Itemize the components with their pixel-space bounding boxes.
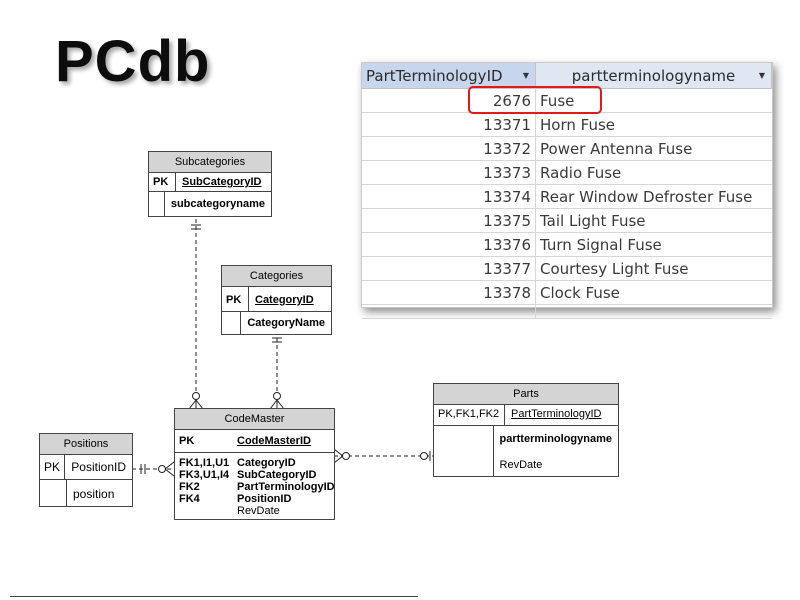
- entity-categories[interactable]: Categories PK CategoryID CategoryName: [221, 265, 332, 335]
- entity-title: Categories: [222, 266, 331, 287]
- cell-id[interactable]: 13373: [362, 160, 536, 185]
- cell-id[interactable]: 13377: [362, 256, 536, 281]
- cell-name[interactable]: Clock Fuse: [535, 280, 772, 305]
- cell-id[interactable]: 2676: [362, 88, 536, 113]
- field: PositionID: [237, 493, 292, 505]
- pk-field: PartTerminologyID: [511, 408, 602, 420]
- key-label: FK1,I1,U1: [179, 457, 230, 469]
- page-title: PCdb: [55, 29, 211, 94]
- key-label: FK4: [179, 493, 200, 505]
- dropdown-arrow-icon[interactable]: ▼: [758, 71, 765, 80]
- cell-id[interactable]: 13374: [362, 184, 536, 209]
- column-header-label: partterminologyname: [571, 66, 736, 85]
- field: RevDate: [237, 505, 280, 517]
- cell-name[interactable]: Courtesy Light Fuse: [535, 256, 772, 281]
- key-label: PK: [149, 173, 176, 191]
- entity-positions[interactable]: Positions PK PositionID position: [39, 433, 133, 507]
- pk-field: CodeMasterID: [237, 435, 311, 447]
- dropdown-arrow-icon[interactable]: ▼: [522, 71, 529, 80]
- cell-name[interactable]: Rear Window Defroster Fuse: [535, 184, 772, 209]
- field: RevDate: [499, 459, 543, 471]
- entity-subcategories[interactable]: Subcategories PK SubCategoryID subcategor…: [148, 151, 272, 217]
- entity-title: CodeMaster: [175, 409, 334, 430]
- entity-title: Parts: [434, 384, 618, 405]
- key-label: PK: [179, 435, 195, 447]
- cell-id[interactable]: 13376: [362, 232, 536, 257]
- field: SubCategoryID: [237, 469, 317, 481]
- field: position: [73, 487, 115, 501]
- entity-parts[interactable]: Parts PK,FK1,FK2 PartTerminologyID partte…: [433, 383, 619, 477]
- field: CategoryName: [247, 317, 325, 329]
- entity-title: Subcategories: [149, 152, 271, 173]
- divider: [10, 596, 418, 597]
- column-header-label: PartTerminologyID: [366, 66, 503, 85]
- svg-text:...: ...: [527, 377, 535, 388]
- cell-id[interactable]: 13378: [362, 280, 536, 305]
- cell-id[interactable]: 13371: [362, 112, 536, 137]
- cell-name[interactable]: Tail Light Fuse: [535, 208, 772, 233]
- key-label: PK,FK1,FK2: [434, 405, 505, 425]
- field: CategoryID: [237, 457, 296, 469]
- pk-field: PositionID: [71, 460, 126, 474]
- pk-field: SubCategoryID: [182, 176, 262, 188]
- field: subcategoryname: [170, 198, 265, 210]
- field: partterminologyname: [499, 433, 612, 445]
- cell-name[interactable]: Radio Fuse: [535, 160, 772, 185]
- field: PartTerminologyID: [237, 481, 335, 493]
- table-row-empty: [362, 304, 772, 319]
- cell-id[interactable]: 13375: [362, 208, 536, 233]
- key-label: FK2: [179, 481, 200, 493]
- cell-name[interactable]: Power Antenna Fuse: [535, 136, 772, 161]
- key-label: PK: [40, 455, 66, 479]
- key-label: FK3,U1,I4: [179, 469, 230, 481]
- part-terminology-table: PartTerminologyID ▼ partterminologyname …: [361, 62, 773, 319]
- cell-name[interactable]: Turn Signal Fuse: [535, 232, 772, 257]
- cell-name[interactable]: Fuse: [535, 88, 772, 113]
- entity-codemaster[interactable]: CodeMaster PK CodeMasterID FK1,I1,U1 FK3,…: [174, 408, 335, 520]
- cell-name[interactable]: Horn Fuse: [535, 112, 772, 137]
- highlight-box: [468, 86, 602, 114]
- entity-title: Positions: [40, 434, 132, 455]
- column-header-part-terminology-id[interactable]: PartTerminologyID ▼: [362, 63, 536, 89]
- pk-field: CategoryID: [255, 294, 314, 306]
- key-label: PK: [222, 287, 249, 311]
- column-header-part-terminology-name[interactable]: partterminologyname ▼: [535, 63, 772, 89]
- cell-id[interactable]: 13372: [362, 136, 536, 161]
